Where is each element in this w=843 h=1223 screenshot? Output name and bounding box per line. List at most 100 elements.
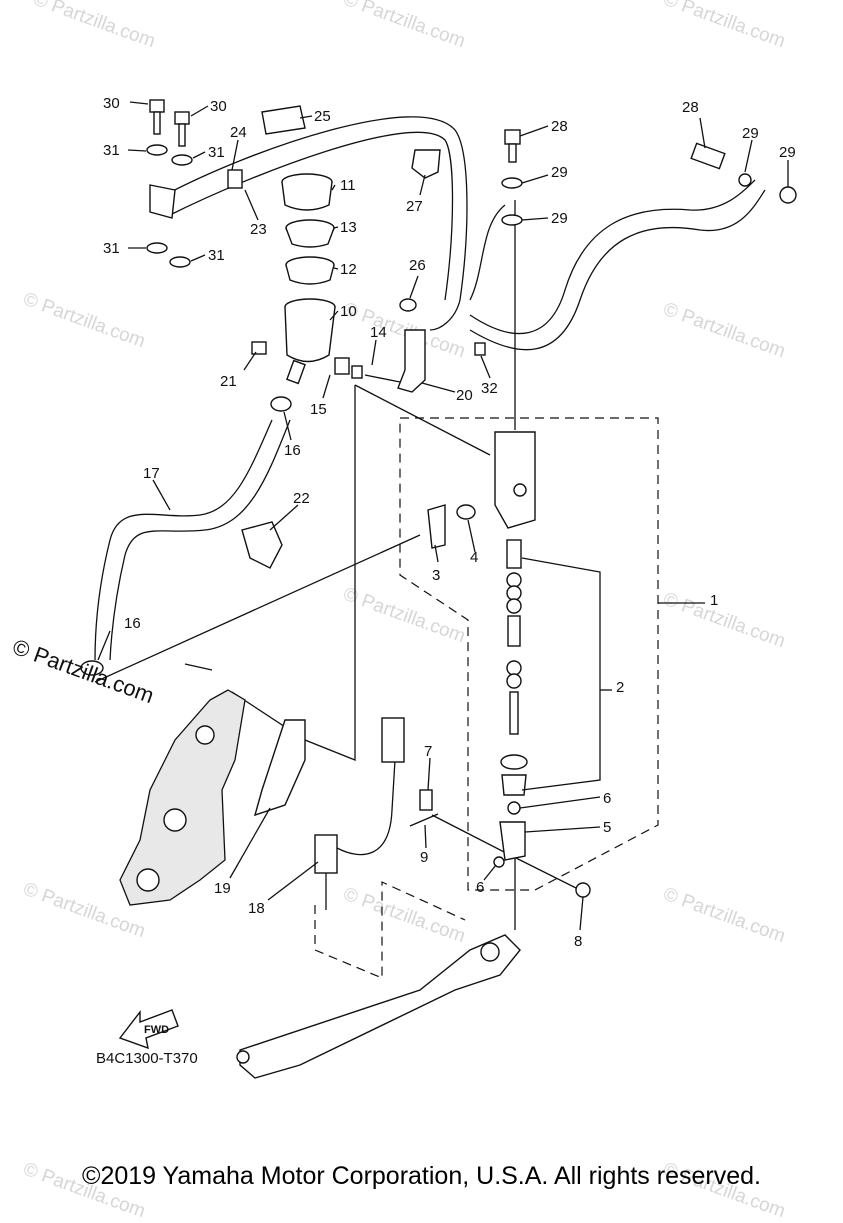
seal xyxy=(506,585,522,601)
piston xyxy=(507,615,521,647)
connector xyxy=(381,717,405,763)
callout-26: 26 xyxy=(409,257,426,274)
o-ring-joint xyxy=(456,504,476,520)
callout-29: 29 xyxy=(742,125,759,142)
washer xyxy=(171,154,193,166)
diaphragm-plate-body xyxy=(285,227,335,248)
banjo-bolt-shank xyxy=(153,111,161,135)
circlip xyxy=(500,754,528,770)
callout-labels: 30 30 25 24 31 31 31 31 23 11 13 12 10 1… xyxy=(103,95,796,950)
reservoir-bracket xyxy=(397,329,426,393)
callout-24: 24 xyxy=(230,124,247,141)
brake-light-switch xyxy=(314,834,338,874)
callout-19: 19 xyxy=(214,880,231,897)
callout-1: 1 xyxy=(710,592,718,609)
callout-16: 16 xyxy=(284,442,301,459)
callout-31: 31 xyxy=(208,247,225,264)
callout-31: 31 xyxy=(103,240,120,257)
reservoir-tank xyxy=(284,306,336,363)
dust-boot xyxy=(501,774,527,796)
pedal-pivot xyxy=(480,942,500,962)
brake-hose-feed xyxy=(469,204,506,301)
spring xyxy=(506,539,522,569)
callout-5: 5 xyxy=(603,819,611,836)
cylinder-port xyxy=(513,483,527,497)
brake-hose xyxy=(164,116,468,331)
callout-22: 22 xyxy=(293,490,310,507)
pin xyxy=(419,789,433,811)
callout-7: 7 xyxy=(424,743,432,760)
bracket-hole xyxy=(163,808,187,832)
callout-12: 12 xyxy=(340,261,357,278)
callout-3: 3 xyxy=(432,567,440,584)
callout-18: 18 xyxy=(248,900,265,917)
reservoir-cap xyxy=(281,181,333,211)
pedal-tip xyxy=(236,1050,250,1064)
cotter-pin xyxy=(409,813,439,827)
callout-32: 32 xyxy=(481,380,498,397)
switch-wire xyxy=(336,759,396,856)
copper-washer xyxy=(779,186,797,204)
hose-clip xyxy=(80,660,104,676)
fwd-label: FWD xyxy=(144,1024,169,1036)
callout-28: 28 xyxy=(551,118,568,135)
callout-25: 25 xyxy=(314,108,331,125)
brake-hose-right xyxy=(469,179,756,335)
callout-6: 6 xyxy=(476,879,484,896)
callout-30: 30 xyxy=(210,98,227,115)
callout-29: 29 xyxy=(551,210,568,227)
master-cylinder xyxy=(494,431,536,529)
leader-bracket xyxy=(521,557,601,791)
copper-washer xyxy=(738,173,752,187)
callout-27: 27 xyxy=(406,198,423,215)
footrest-bracket xyxy=(119,689,246,906)
elbow-joint xyxy=(427,504,446,549)
callout-31: 31 xyxy=(103,142,120,159)
leader-line xyxy=(94,534,421,683)
push-rod xyxy=(509,691,519,735)
callout-15: 15 xyxy=(310,401,327,418)
brake-hose-right xyxy=(469,189,766,351)
screw xyxy=(251,341,267,355)
callout-23: 23 xyxy=(250,221,267,238)
callout-14: 14 xyxy=(370,324,387,341)
bracket-hole xyxy=(136,868,160,892)
banjo-fitting xyxy=(149,184,176,219)
banjo-bolt-shank xyxy=(178,123,186,147)
callout-11: 11 xyxy=(340,177,356,194)
callout-31: 31 xyxy=(208,144,225,161)
nut xyxy=(507,801,521,815)
callout-28: 28 xyxy=(682,99,699,116)
callout-17: 17 xyxy=(143,465,160,482)
washer xyxy=(146,242,168,254)
callout-8: 8 xyxy=(574,933,582,950)
callout-29: 29 xyxy=(551,164,568,181)
nut xyxy=(493,856,505,868)
bolt-32 xyxy=(474,342,486,356)
seal xyxy=(506,673,522,689)
hose-holder xyxy=(261,105,306,135)
diagram-code: B4C1300-T370 xyxy=(96,1050,198,1067)
callout-13: 13 xyxy=(340,219,357,236)
banjo-bolt-head xyxy=(149,99,165,113)
callout-4: 4 xyxy=(470,549,478,566)
leader-line xyxy=(354,384,491,456)
fwd-arrow-icon: FWD xyxy=(118,1009,179,1050)
collar xyxy=(351,365,363,379)
pushrod-outline xyxy=(314,881,466,979)
bolt xyxy=(184,663,213,671)
bolt-26 xyxy=(399,298,417,312)
cotter-washer xyxy=(575,882,591,898)
seal xyxy=(506,598,522,614)
grommet xyxy=(334,357,350,375)
bracket-hole xyxy=(195,725,215,745)
clevis xyxy=(499,821,526,861)
callout-2: 2 xyxy=(616,679,624,696)
callout-9: 9 xyxy=(420,849,428,866)
hose-clamp-22 xyxy=(241,521,283,569)
brake-pedal xyxy=(239,934,521,1079)
clip-27 xyxy=(411,149,441,179)
callout-leaders xyxy=(97,101,789,931)
cup xyxy=(506,660,522,676)
